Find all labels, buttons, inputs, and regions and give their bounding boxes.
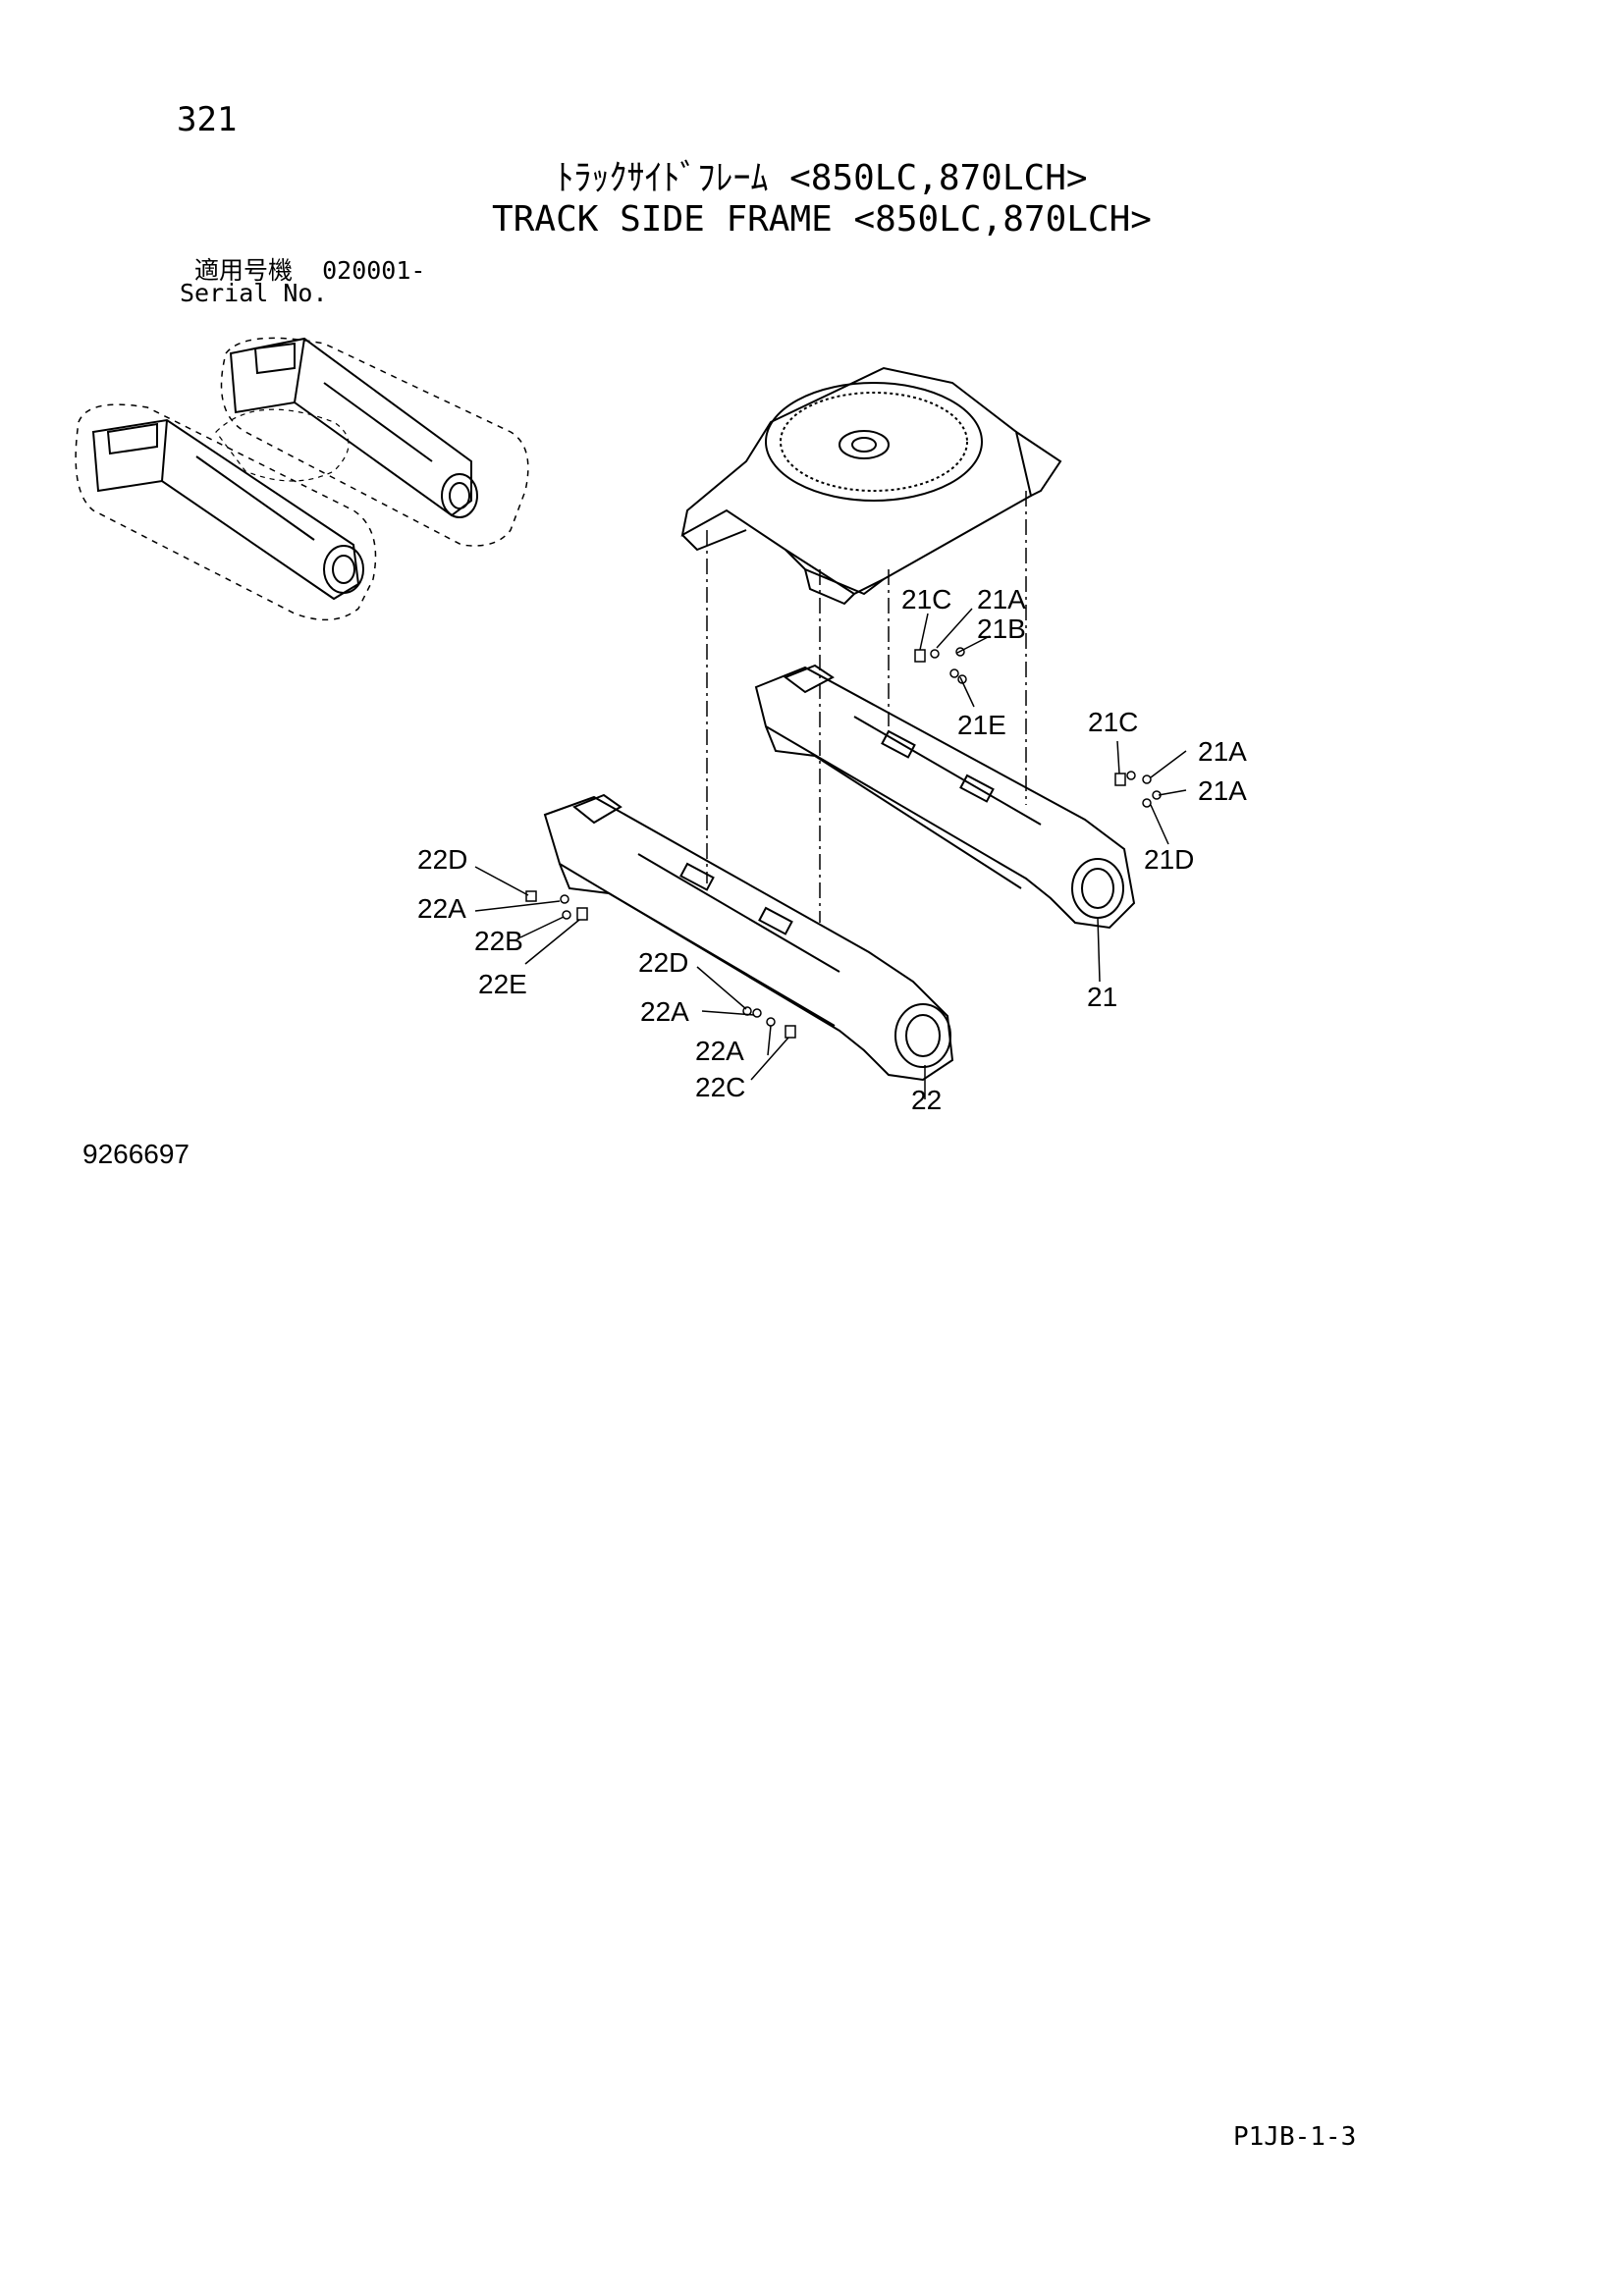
callout-22A: 22A	[695, 1036, 744, 1066]
callout-21C: 21C	[1088, 707, 1138, 737]
serial-number-label: Serial No.	[180, 279, 328, 307]
assembly-lines	[706, 491, 1027, 923]
track-side-frame-21	[754, 664, 1136, 930]
callout-22E: 22E	[478, 969, 527, 999]
sheet-reference: P1JB-1-3	[1233, 2122, 1357, 2152]
callout-22D: 22D	[638, 947, 688, 978]
drawing-number: 9266697	[82, 1139, 190, 1169]
center-frame	[680, 366, 1062, 606]
callout-labels: 21C 21A 21B 21E 21C 21A 21A 21D 21 22D 2…	[417, 584, 1247, 1115]
title-english: TRACK SIDE FRAME <850LC,870LCH>	[492, 199, 1152, 240]
callout-22C: 22C	[695, 1072, 745, 1102]
title-japanese: ﾄﾗｯｸｻｲﾄﾞﾌﾚｰﾑ <850LC,870LCH>	[556, 158, 1088, 198]
callout-22A: 22A	[640, 996, 689, 1027]
track-side-frame-22	[543, 793, 954, 1082]
hardware-parts	[525, 647, 1162, 1039]
callout-22B: 22B	[474, 926, 523, 956]
callout-21A: 21A	[977, 584, 1026, 614]
callout-21A: 21A	[1198, 775, 1247, 806]
callout-22D: 22D	[417, 844, 467, 875]
callout-22: 22	[911, 1085, 942, 1115]
callout-21E: 21E	[957, 710, 1006, 740]
callout-21: 21	[1087, 982, 1117, 1012]
page-number: 321	[177, 100, 238, 139]
callout-21A: 21A	[1198, 736, 1247, 767]
leader-lines	[474, 608, 1187, 1099]
serial-applicability-japanese: 適用号機 020001-	[194, 256, 426, 285]
callout-22A: 22A	[417, 893, 466, 924]
callout-21C: 21C	[901, 584, 951, 614]
callout-21D: 21D	[1144, 844, 1194, 875]
overview-thumbnail	[75, 337, 529, 621]
callout-21B: 21B	[977, 614, 1026, 644]
